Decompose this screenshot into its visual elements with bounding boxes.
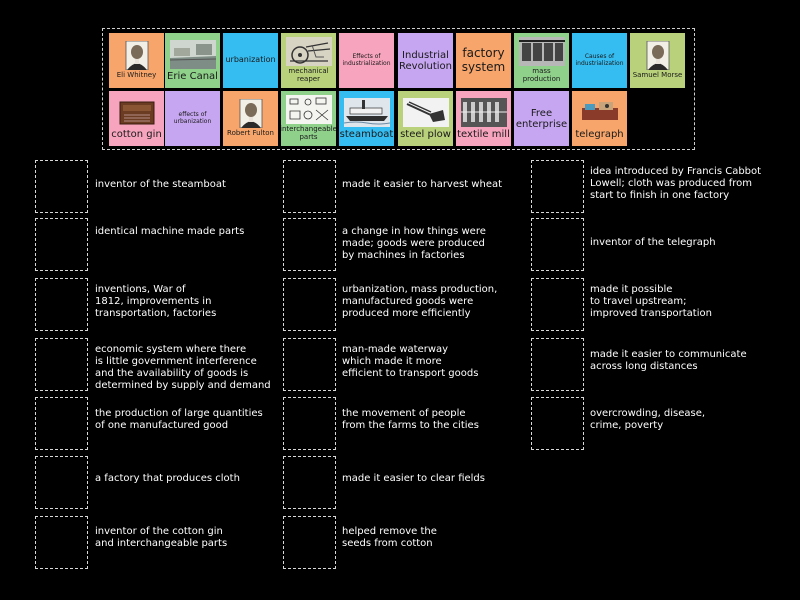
drop-slot[interactable] <box>283 338 336 391</box>
clue-text: urbanization, mass production, manufactu… <box>342 284 498 319</box>
drop-slot[interactable] <box>35 456 88 509</box>
tile-label: urbanization <box>225 55 276 65</box>
tile-label: mechanical reaper <box>288 67 329 83</box>
tile-label: Samuel Morse <box>632 71 683 80</box>
clue-text: a change in how things were made; goods … <box>342 226 486 261</box>
clue-text: made it easier to harvest wheat <box>342 179 503 190</box>
tile-label: steel plow <box>400 128 451 140</box>
tile-factory-system[interactable]: factory system <box>456 33 511 88</box>
tile-industrial-revolution[interactable]: Industrial Revolution <box>398 33 453 88</box>
tile-effects-of-industrialization[interactable]: Effects of industrialization <box>339 33 394 88</box>
drop-slot[interactable] <box>283 516 336 569</box>
clue-text: man-made waterway which made it more eff… <box>342 344 479 379</box>
drop-slot[interactable] <box>35 278 88 331</box>
drop-slot[interactable] <box>35 338 88 391</box>
reaper-icon <box>285 37 332 67</box>
clue-text: the production of large quantities of on… <box>95 408 263 431</box>
tile-label: Eli Whitney <box>116 71 157 80</box>
tile-label: Industrial Revolution <box>399 49 452 72</box>
tile-cotton-gin[interactable]: cotton gin <box>109 91 164 146</box>
drop-slot[interactable] <box>283 160 336 213</box>
canal-icon <box>169 39 216 69</box>
tile-label: telegraph <box>575 128 624 140</box>
drop-slot[interactable] <box>531 397 584 450</box>
mill-icon <box>460 97 507 127</box>
portrait-icon <box>114 40 160 71</box>
clue-text: the movement of people from the farms to… <box>342 408 479 431</box>
portrait-icon <box>635 40 681 71</box>
clue-text: idea introduced by Francis Cabbot Lowell… <box>590 166 762 201</box>
tile-label: Causes of industrialization <box>575 52 624 67</box>
clue-text: overcrowding, disease, crime, poverty <box>590 408 706 431</box>
tile-urbanization[interactable]: urbanization <box>223 33 278 88</box>
word-bank: Eli Whitney Erie Canal urbanization mechani… <box>102 28 695 150</box>
tile-label: Robert Fulton <box>227 129 274 138</box>
clue-text: economic system where there is little go… <box>95 344 271 391</box>
drop-slot[interactable] <box>531 338 584 391</box>
tile-steel-plow[interactable]: steel plow <box>398 91 453 146</box>
tile-label: Free enterprise <box>515 107 568 130</box>
clue-text: made it easier to communicate across lon… <box>590 349 747 372</box>
clue-text: inventor of the steamboat <box>95 179 226 190</box>
clue-text: inventor of the telegraph <box>590 237 716 248</box>
drop-slot[interactable] <box>283 456 336 509</box>
tile-mechanical-reaper[interactable]: mechanical reaper <box>281 33 336 88</box>
tile-label: interchangeable parts <box>281 125 336 141</box>
drop-slot[interactable] <box>283 397 336 450</box>
clue-text: made it possible to travel upstream; imp… <box>590 284 712 319</box>
tile-label: steamboat <box>339 128 394 140</box>
tile-samuel-morse[interactable]: Samuel Morse <box>630 33 685 88</box>
tile-textile-mill[interactable]: textile mill <box>456 91 511 146</box>
tile-effects-of-urbanization[interactable]: effects of urbanization <box>165 91 220 146</box>
tile-label: cotton gin <box>111 128 162 140</box>
drop-slot[interactable] <box>531 218 584 271</box>
drop-slot[interactable] <box>35 218 88 271</box>
drop-slot[interactable] <box>283 218 336 271</box>
tile-steamboat[interactable]: steamboat <box>339 91 394 146</box>
clue-text: a factory that produces cloth <box>95 473 240 484</box>
tile-causes-of-industrialization[interactable]: Causes of industrialization <box>572 33 627 88</box>
tile-free-enterprise[interactable]: Free enterprise <box>514 91 569 146</box>
portrait-icon <box>228 98 274 129</box>
drop-slot[interactable] <box>35 516 88 569</box>
drop-slot[interactable] <box>531 160 584 213</box>
cotton-gin-icon <box>113 97 160 127</box>
tile-label: effects of urbanization <box>173 110 212 125</box>
tile-interchangeable-parts[interactable]: interchangeable parts <box>281 91 336 146</box>
tile-mass-production[interactable]: mass production <box>514 33 569 88</box>
tile-label: textile mill <box>457 128 510 140</box>
tile-erie-canal[interactable]: Erie Canal <box>165 33 220 88</box>
parts-diagram-icon <box>285 95 332 125</box>
plow-icon <box>402 97 449 127</box>
steamboat-icon <box>343 97 390 127</box>
tile-label: mass production <box>522 67 561 83</box>
clue-text: identical machine made parts <box>95 226 245 237</box>
drop-slot[interactable] <box>35 397 88 450</box>
machines-icon <box>518 37 565 67</box>
tile-telegraph[interactable]: telegraph <box>572 91 627 146</box>
clue-text: made it easier to clear fields <box>342 473 485 484</box>
tile-robert-fulton[interactable]: Robert Fulton <box>223 91 278 146</box>
drop-slot[interactable] <box>283 278 336 331</box>
telegraph-icon <box>576 97 623 127</box>
tile-label: Erie Canal <box>167 70 218 82</box>
tile-label: Effects of industrialization <box>342 52 391 67</box>
tile-eli-whitney[interactable]: Eli Whitney <box>109 33 164 88</box>
tile-label: factory system <box>461 46 506 74</box>
drop-slot[interactable] <box>35 160 88 213</box>
clue-text: inventions, War of 1812, improvements in… <box>95 284 217 319</box>
clue-text: inventor of the cotton gin and interchan… <box>95 526 228 549</box>
clue-text: helped remove the seeds from cotton <box>342 526 437 549</box>
drop-slot[interactable] <box>531 278 584 331</box>
